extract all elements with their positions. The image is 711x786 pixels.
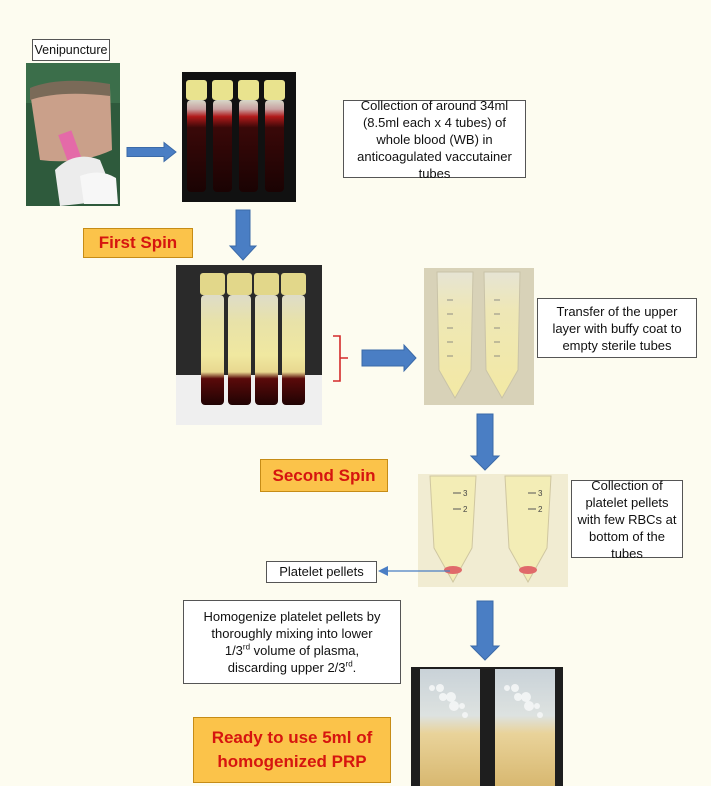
foam-bubble [446, 692, 456, 702]
tube-cap [227, 273, 252, 295]
first-spin-label: First Spin [83, 228, 193, 258]
buffy-coat-bracket [333, 335, 348, 382]
blood-tube [265, 100, 284, 192]
pellet-pointer-arrow [378, 566, 450, 576]
graduation-label: 3 [538, 489, 543, 498]
foam-bubble [462, 712, 468, 718]
ready-prp-label: Ready to use 5ml of homogenized PRP [193, 717, 391, 783]
homogenize-line-1: Homogenize platelet pellets by [203, 609, 381, 624]
pellet-tube [429, 475, 477, 584]
whole-blood-collection-note: Collection of around 34ml (8.5ml each x … [343, 98, 526, 181]
tube-cap [238, 80, 259, 100]
foam-bubble [449, 701, 459, 711]
pellet-tube [504, 475, 552, 584]
platelet-pellets-label: Platelet pellets [266, 561, 377, 583]
tube-cap [264, 80, 285, 100]
second-spin-label: Second Spin [260, 459, 388, 492]
foam-bubble [459, 703, 465, 709]
foam-bubble [429, 685, 435, 691]
spun-tubes-photo [176, 265, 322, 425]
spun-tube [201, 295, 224, 405]
spun-tube [282, 295, 305, 405]
foam-bubble [436, 684, 444, 692]
blood-tube [239, 100, 258, 192]
foam-bubble [534, 703, 540, 709]
foam-bubble [537, 712, 543, 718]
venipuncture-photo [26, 63, 120, 206]
foam-bubble [514, 693, 522, 701]
conical-tube [483, 271, 521, 400]
foam-bubble [511, 684, 519, 692]
blood-tube [213, 100, 232, 192]
blood-tube [187, 100, 206, 192]
tube-cap [200, 273, 225, 295]
homogenize-line-4: discarding upper 2/3rd. [227, 659, 357, 675]
arrow-homogenize [469, 600, 501, 661]
transfer-note: Transfer of the upper layer with buffy c… [537, 298, 697, 358]
graduation-label: 3 [463, 489, 468, 498]
tube-cap [186, 80, 207, 100]
prp-tube [495, 669, 555, 786]
homogenize-line-3: 1/3rd volume of plasma, [224, 642, 360, 658]
arrow-second-spin [469, 413, 501, 471]
platelet-pellet [519, 566, 537, 574]
arrow-first-spin [228, 209, 258, 261]
homogenize-note: Homogenize platelet pellets by thoroughl… [183, 600, 401, 684]
graduation-label: 2 [538, 505, 543, 514]
spun-tube [228, 295, 251, 405]
venipuncture-label: Venipuncture [32, 39, 110, 61]
graduation-label: 2 [463, 505, 468, 514]
plasma-tubes-photo [424, 268, 534, 405]
prp-tubes-photo [411, 667, 563, 786]
foam-bubble [439, 693, 447, 701]
homogenize-line-2: thoroughly mixing into lower [211, 626, 373, 641]
arrow-venipuncture-to-tubes [126, 141, 177, 163]
ready-line-2: homogenized PRP [217, 752, 367, 771]
arrow-transfer [361, 343, 417, 373]
whole-blood-tubes-photo [182, 72, 296, 202]
platelet-pellet-collection-note: Collection of platelet pellets with few … [571, 478, 683, 561]
tube-cap [212, 80, 233, 100]
foam-bubble [521, 692, 531, 702]
platelet-pellet [444, 566, 462, 574]
prp-tube [420, 669, 480, 786]
tube-cap [281, 273, 306, 295]
tube-cap [254, 273, 279, 295]
ready-line-1: Ready to use 5ml of [211, 728, 373, 747]
foam-bubble [524, 701, 534, 711]
conical-tube [436, 271, 474, 400]
pellet-tubes-photo: 3 2 3 2 [418, 474, 568, 587]
spun-tube [255, 295, 278, 405]
foam-bubble [504, 685, 510, 691]
